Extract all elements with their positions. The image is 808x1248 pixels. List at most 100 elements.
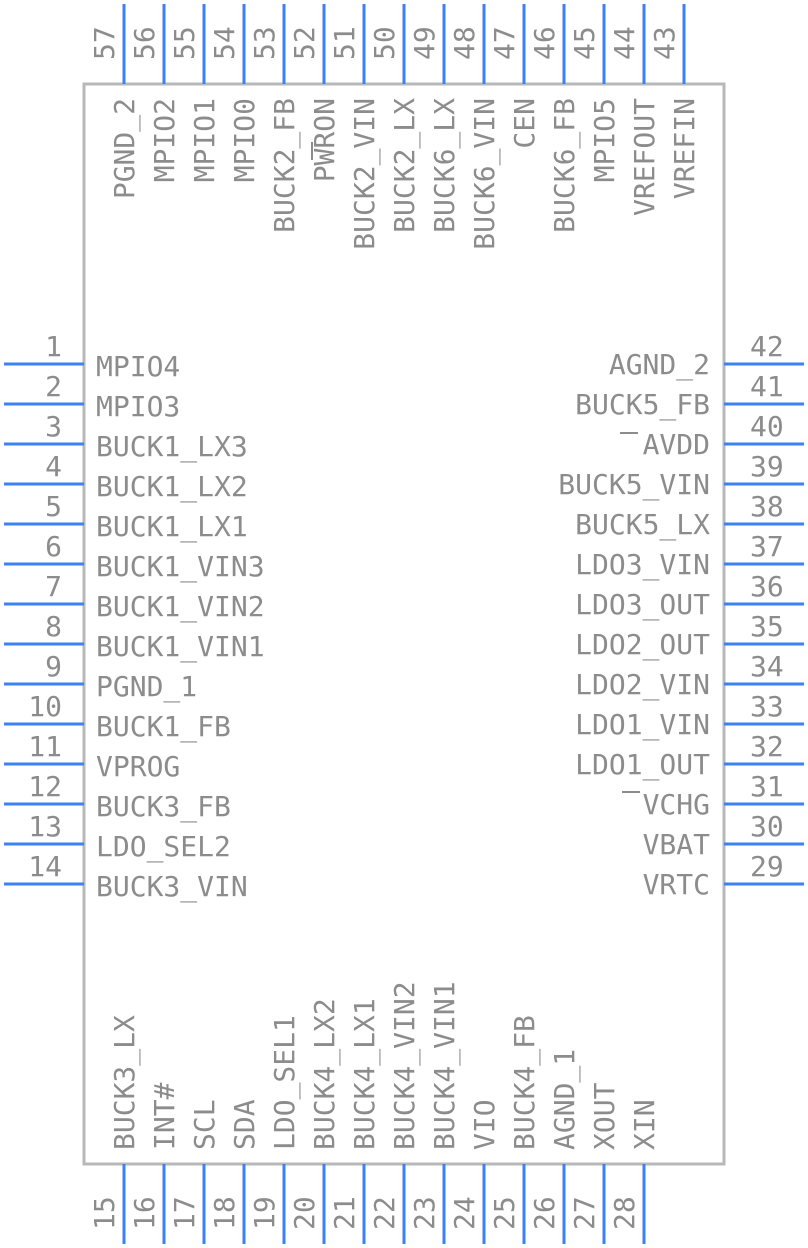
pin-22-number: 22 (368, 1196, 401, 1230)
pin-55-label: MPIO1 (188, 98, 221, 182)
pin-12-number: 12 (28, 770, 62, 803)
pin-53-label: BUCK2_FB (268, 98, 302, 233)
pin-21-number: 21 (328, 1196, 361, 1230)
pin-49-number: 49 (408, 26, 441, 60)
pin-23-number: 23 (408, 1196, 441, 1230)
pin-4-label: BUCK1_LX2 (96, 470, 248, 504)
pin-16-label: INT# (148, 1082, 181, 1150)
pin-33-number: 33 (750, 690, 784, 723)
pin-15-number: 15 (88, 1196, 121, 1230)
pin-13-number: 13 (28, 810, 62, 843)
pin-47-number: 47 (488, 26, 521, 60)
pin-8-number: 8 (45, 610, 62, 643)
pin-47-label: CEN (508, 98, 541, 149)
pin-57-label: PGND_2 (108, 98, 142, 199)
pin-12-label: BUCK3_FB (96, 790, 231, 824)
pin-9-number: 9 (45, 650, 62, 683)
pin-13-label: LDO_SEL2 (96, 830, 231, 864)
pin-24-number: 24 (448, 1196, 481, 1230)
pin-48-number: 48 (448, 26, 481, 60)
pin-50-number: 50 (368, 26, 401, 60)
pin-26-label: AGND_1 (548, 1049, 582, 1150)
pin-22-label: BUCK4_VIN2 (388, 981, 422, 1150)
pin-40-label: AVDD (643, 428, 710, 461)
pin-32-label: LDO1_OUT (575, 748, 710, 782)
pin-39-label: BUCK5_VIN (558, 468, 710, 502)
pin-17-label: SCL (188, 1099, 221, 1150)
pin-38-label: BUCK5_LX (575, 508, 710, 542)
pin-14-number: 14 (28, 850, 62, 883)
pin-15-label: BUCK3_LX (108, 1015, 142, 1150)
pin-37-label: LDO3_VIN (575, 548, 710, 582)
pin-39-number: 39 (750, 450, 784, 483)
ic-body (82, 82, 726, 1166)
pin-52-label: PWRON (308, 98, 341, 182)
pin-45-label: MPIO5 (588, 98, 621, 182)
pin-10-number: 10 (28, 690, 62, 723)
pin-44-label: VREFOUT (628, 98, 661, 216)
pin-14-label: BUCK3_VIN (96, 870, 248, 904)
pin-6-label: BUCK1_VIN3 (96, 550, 265, 584)
pin-41-label: BUCK5_FB (575, 388, 710, 422)
pin-37-number: 37 (750, 530, 784, 563)
pin-56-number: 56 (128, 26, 161, 60)
pin-54-label: MPIO0 (228, 98, 261, 182)
pin-49-label: BUCK6_LX (428, 98, 462, 233)
pin-29-number: 29 (750, 850, 784, 883)
pin-20-label: BUCK4_LX2 (308, 998, 342, 1150)
pin-19-label: LDO_SEL1 (268, 1015, 302, 1150)
pin-24-label: VIO (468, 1099, 501, 1150)
pin-1-number: 1 (45, 330, 62, 363)
pin-38-number: 38 (750, 490, 784, 523)
pin-54-number: 54 (208, 26, 241, 60)
pin-42-number: 42 (750, 330, 784, 363)
pin-33-label: LDO1_VIN (575, 708, 710, 742)
pin-41-number: 41 (750, 370, 784, 403)
pin-11-number: 11 (28, 730, 62, 763)
pin-50-label: BUCK2_LX (388, 98, 422, 233)
pin-3-label: BUCK1_LX3 (96, 430, 248, 464)
pin-30-label: VBAT (643, 828, 711, 861)
pin-53-number: 53 (248, 26, 281, 60)
pin-42-label: AGND_2 (609, 348, 710, 382)
pin-8-label: BUCK1_VIN1 (96, 630, 265, 664)
pin-56-label: MPIO2 (148, 98, 181, 182)
pin-34-number: 34 (750, 650, 784, 683)
pin-25-label: BUCK4_FB (508, 1015, 542, 1150)
pin-30-number: 30 (750, 810, 784, 843)
pin-55-number: 55 (168, 26, 201, 60)
pin-43-number: 43 (648, 26, 681, 60)
pin-5-number: 5 (45, 490, 62, 523)
pin-31-number: 31 (750, 770, 784, 803)
pin-51-label: BUCK2_VIN (348, 98, 382, 250)
pin-34-label: LDO2_VIN (575, 668, 710, 702)
pin-52-number: 52 (288, 26, 321, 60)
pin-27-number: 27 (568, 1196, 601, 1230)
pin-35-number: 35 (750, 610, 784, 643)
pin-19-number: 19 (248, 1196, 281, 1230)
pin-57-number: 57 (88, 26, 121, 60)
pin-32-number: 32 (750, 730, 784, 763)
pin-6-number: 6 (45, 530, 62, 563)
pin-2-number: 2 (45, 370, 62, 403)
pin-51-number: 51 (328, 26, 361, 60)
pin-18-label: SDA (228, 1099, 261, 1150)
pin-16-number: 16 (128, 1196, 161, 1230)
pin-2-label: MPIO3 (96, 390, 180, 423)
pin-10-label: BUCK1_FB (96, 710, 231, 744)
pin-23-label: BUCK4_VIN1 (428, 981, 462, 1150)
pin-4-number: 4 (45, 450, 62, 483)
pin-7-number: 7 (45, 570, 62, 603)
pin-11-label: VPROG (96, 750, 180, 783)
pin-35-label: LDO2_OUT (575, 628, 710, 662)
pin-28-number: 28 (608, 1196, 641, 1230)
pin-46-number: 46 (528, 26, 561, 60)
pin-group: 1MPIO42MPIO33BUCK1_LX34BUCK1_LX25BUCK1_L… (4, 4, 804, 1244)
pin-31-label: VCHG (643, 788, 710, 821)
pin-36-number: 36 (750, 570, 784, 603)
pin-7-label: BUCK1_VIN2 (96, 590, 265, 624)
pin-45-number: 45 (568, 26, 601, 60)
pin-36-label: LDO3_OUT (575, 588, 710, 622)
pin-27-label: XOUT (588, 1082, 621, 1150)
pin-26-number: 26 (528, 1196, 561, 1230)
